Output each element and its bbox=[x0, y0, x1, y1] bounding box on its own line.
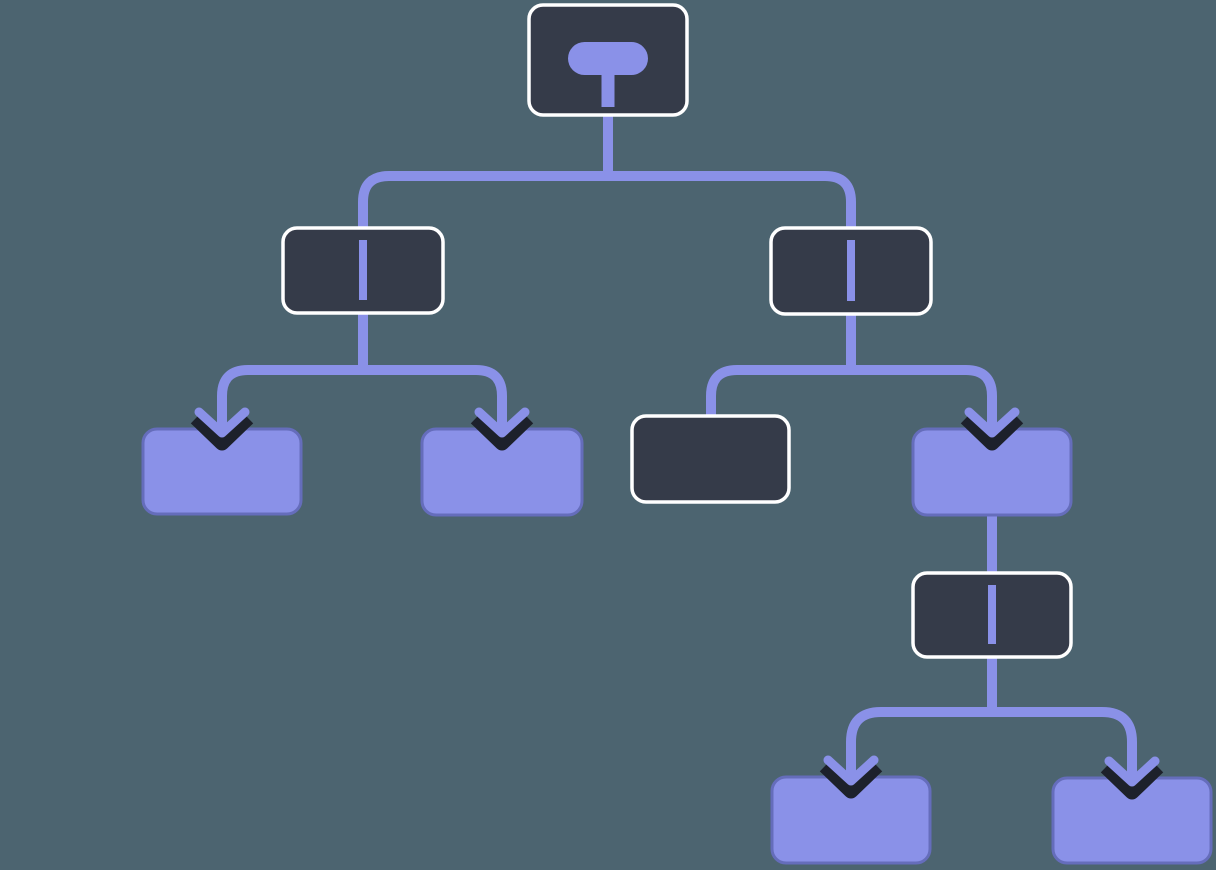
drop-arrow-shadow-icon-leaf-l1 bbox=[190, 412, 254, 451]
drop-arrow-shadow-icon-node-r bbox=[960, 412, 1024, 451]
drop-arrow-icon-leaf-b2 bbox=[1104, 756, 1160, 787]
drop-arrow-shadow-icon-leaf-l2 bbox=[470, 412, 534, 451]
connector-edge-junction-2 bbox=[217, 365, 507, 431]
tree-node-leaf-r-dark[interactable] bbox=[630, 414, 791, 504]
drop-arrow-icon-leaf-l1 bbox=[194, 407, 250, 438]
connector-edge-junction-4 bbox=[846, 707, 1137, 780]
drop-arrow-icon-leaf-l2 bbox=[474, 407, 530, 438]
connector-edge-junction-3 bbox=[706, 365, 997, 431]
drop-arrow-icon-leaf-b1 bbox=[823, 755, 879, 786]
drop-arrow-icon-node-r bbox=[964, 407, 1020, 438]
connector-edge-junction-1 bbox=[358, 171, 856, 243]
root-pill-icon bbox=[568, 42, 648, 75]
drop-arrow-shadow-icon-leaf-b1 bbox=[819, 760, 883, 799]
drop-arrow-shadow-icon-leaf-b2 bbox=[1100, 761, 1164, 800]
